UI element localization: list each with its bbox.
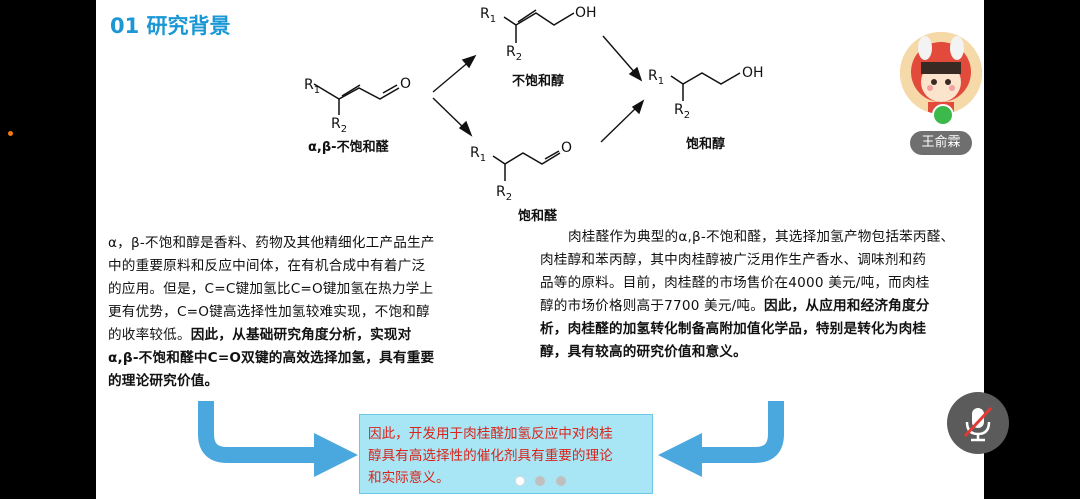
reaction-scheme: R1 R2 O R1 R2 OH R1 R2 O R1 R2 OH α,β-不饱… (304, 5, 764, 224)
page-dot-3[interactable] (556, 476, 566, 486)
microphone-muted-icon (963, 406, 993, 442)
sat-alcohol-r2: R2 (674, 102, 690, 121)
flow-arrows (198, 401, 784, 477)
sat-aldehyde-o: O (561, 140, 572, 156)
conclusion-callout: 因此，开发用于肉桂醛加氢反应中对肉桂 醇具有高选择性的催化剂具有重要的理论 和实… (359, 414, 653, 494)
sat-alcohol-skeleton (670, 72, 741, 85)
right-line: 醇的市场价格则高于7700 美元/吨。 (540, 298, 765, 314)
left-line: 中的重要原料和反应中间体，在有机合成中有着广泛 (108, 258, 426, 274)
right-bold-line: 醇，具有较高的研究价值和意义。 (540, 344, 747, 360)
microphone-icon (932, 104, 954, 126)
page-dot-1[interactable] (515, 476, 525, 486)
reactant-o: O (400, 76, 411, 92)
sat-alcohol-r1: R1 (648, 68, 664, 87)
callout-line: 和实际意义。 (368, 470, 450, 486)
right-paragraph: 肉桂醛作为典型的α,β-不饱和醛，其选择加氢产物包括苯丙醛、 肉桂醇和苯丙醇，其… (540, 226, 964, 364)
unsat-alcohol-oh: OH (575, 5, 597, 21)
sat-aldehyde-skeleton (492, 152, 561, 165)
sat-aldehyde-r2: R2 (496, 184, 512, 203)
participant-avatar[interactable] (900, 32, 982, 114)
participant-name: 王俞霖 (910, 131, 972, 155)
unsat-alcohol-label: 不饱和醇 (512, 73, 564, 89)
avatar-illustration (900, 32, 982, 114)
left-flow-arrow (198, 401, 316, 463)
sat-alcohol-label: 饱和醇 (685, 136, 725, 152)
right-flow-arrow (700, 401, 784, 463)
reactant-skeleton (313, 83, 400, 100)
left-paragraph: α，β-不饱和醇是香料、药物及其他精细化工产品生产 中的重要原料和反应中间体，在… (108, 232, 480, 393)
unsat-alcohol-r1: R1 (480, 6, 496, 25)
reactant-r2: R2 (331, 116, 347, 135)
mute-button[interactable] (947, 392, 1009, 454)
right-bold-text: 因此，从应用和经济角度分 (764, 298, 930, 314)
slide: 01 研究背景 (96, 0, 984, 499)
sat-aldehyde-label: 饱和醛 (517, 208, 558, 224)
left-arrow-head (314, 433, 358, 477)
unsat-alcohol-r2: R2 (506, 44, 522, 63)
callout-line: 因此，开发用于肉桂醛加氢反应中对肉桂 (368, 426, 613, 442)
sat-alcohol-oh: OH (742, 65, 764, 81)
slide-title: 01 研究背景 (110, 14, 231, 38)
left-line: α，β-不饱和醇是香料、药物及其他精细化工产品生产 (108, 235, 435, 251)
callout-line: 醇具有高选择性的催化剂具有重要的理论 (368, 448, 613, 464)
sat-aldehyde-r1: R1 (470, 145, 486, 164)
right-arrow-head (658, 433, 702, 477)
right-line: 品等的原料。目前，肉桂醛的市场售价在4000 美元/吨，而肉桂 (540, 275, 930, 291)
left-bold-text: 因此，从基础研究角度分析，实现对 (190, 327, 412, 343)
page-indicator (96, 476, 984, 488)
notification-dot (8, 131, 13, 136)
left-bold-line: α,β-不饱和醛中C=O双键的高效选择加氢，具有重要 (108, 350, 435, 366)
right-bold-line: 析，肉桂醛的加氢转化制备高附加值化学品，特别是转化为肉桂 (540, 321, 927, 337)
right-line: 肉桂醇和苯丙醇，其中肉桂醇被广泛用作生产香水、调味剂和药 (540, 252, 927, 268)
left-line: 的收率较低。 (108, 327, 191, 343)
left-bold-line: 的理论研究价值。 (108, 373, 219, 389)
reactant-r1: R1 (304, 77, 320, 96)
left-line: 更有优势，C=O键高选择性加氢较难实现，不饱和醇 (108, 304, 430, 320)
right-line: 肉桂醛作为典型的α,β-不饱和醛，其选择加氢产物包括苯丙醛、 (568, 229, 955, 245)
unsat-alcohol-skeleton (503, 12, 575, 26)
left-line: 的应用。但是，C=C键加氢比C=O键加氢在热力学上 (108, 281, 434, 297)
page-dot-2[interactable] (535, 476, 545, 486)
reactant-label: α,β-不饱和醛 (308, 139, 390, 155)
